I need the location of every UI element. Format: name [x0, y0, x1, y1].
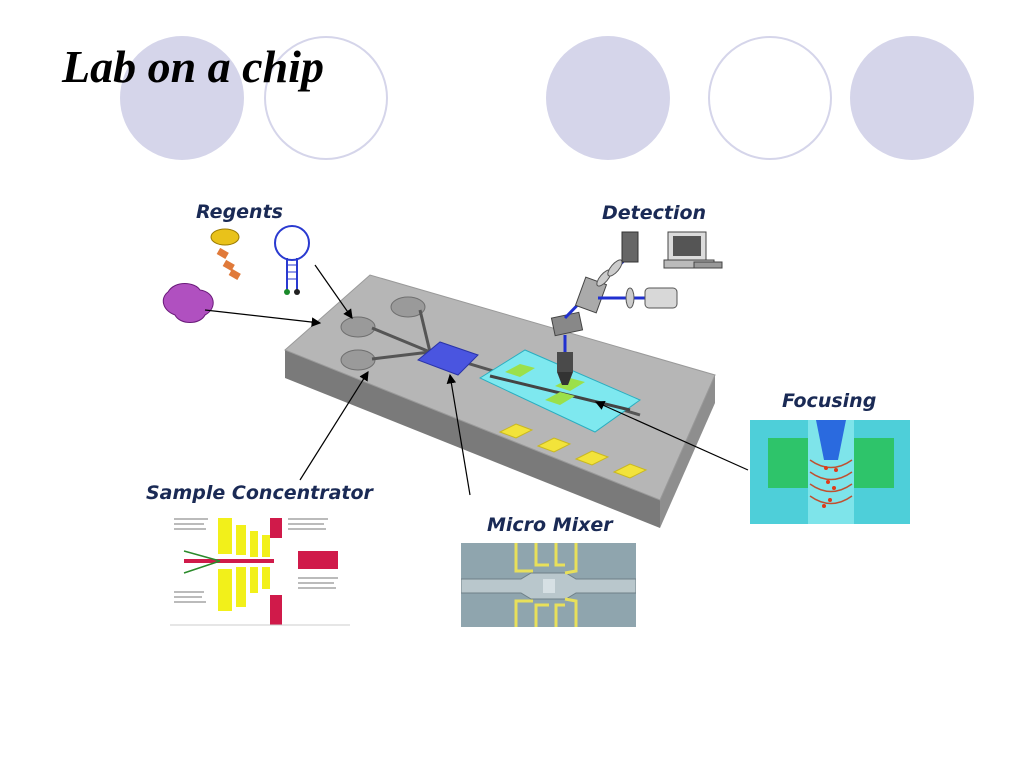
regents-icons: [162, 225, 310, 323]
deco-circle-4: [708, 36, 832, 160]
sample-concentrator-image: [170, 513, 350, 628]
deco-circle-2: [264, 36, 388, 160]
computer-icon: [663, 231, 723, 269]
deco-circle-1: [120, 36, 244, 160]
focusing-image: [750, 420, 910, 524]
deco-circle-5: [850, 36, 974, 160]
deco-circle-3: [546, 36, 670, 160]
label-micro-mixer: Micro Mixer: [487, 514, 613, 536]
micro-mixer-image: [461, 543, 636, 627]
mixer-block: [417, 341, 479, 376]
pointer-arrows: [204, 264, 749, 496]
label-detection: Detection: [602, 202, 707, 224]
label-focusing: Focusing: [782, 390, 877, 412]
label-regents: Regents: [196, 201, 283, 223]
detection-zone: [478, 349, 642, 433]
electrode-pads: [498, 423, 648, 479]
label-sample-concentrator: Sample Concentrator: [146, 482, 373, 504]
optics-apparatus: [550, 231, 678, 385]
slide-title: Lab on a chip: [62, 41, 324, 92]
